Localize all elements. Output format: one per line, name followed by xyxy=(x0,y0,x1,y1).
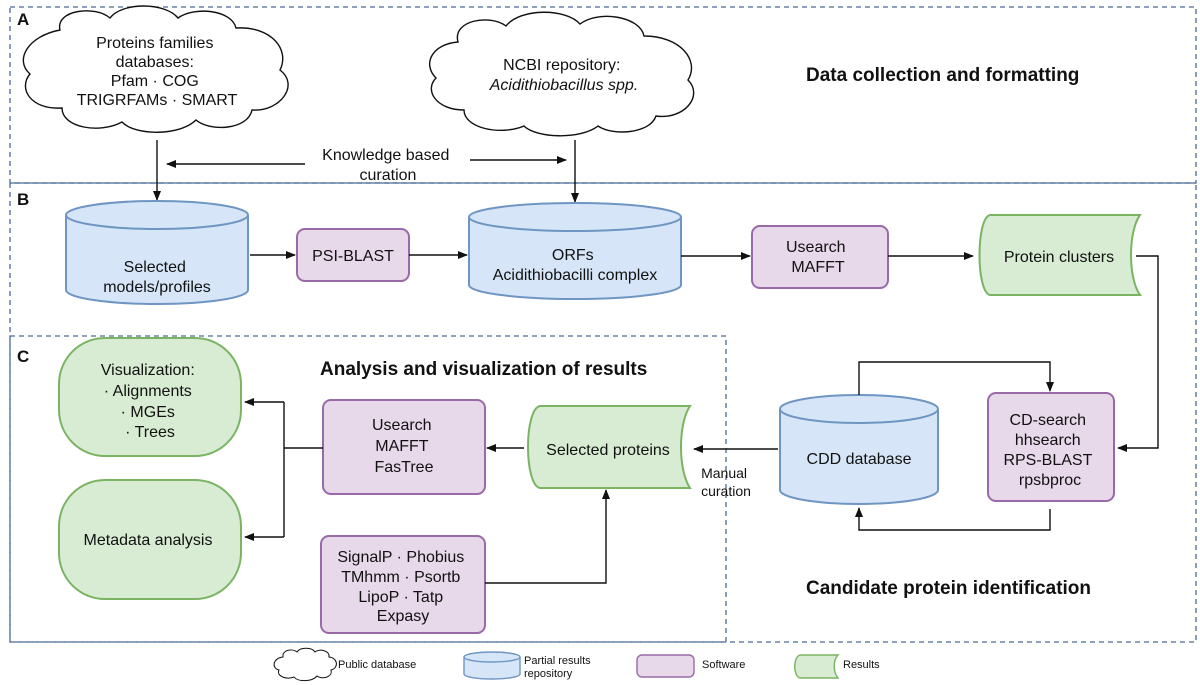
box-usearch-mafft-fastree: Usearch MAFFT FasTree xyxy=(322,399,486,495)
ncbi-text: NCBI repository: Acidithiobacillus spp. xyxy=(489,57,639,94)
usearch-mafft-fastree-text: Usearch MAFFT FasTree xyxy=(372,417,436,476)
title-data-collection: Data collection and formatting xyxy=(806,65,1079,86)
legend-partial-results: Partial results repository xyxy=(463,651,594,680)
cd-search-text: CD-search hhsearch RPS-BLAST rpsbproc xyxy=(1003,412,1096,489)
metadata-analysis-text: Metadata analysis xyxy=(84,532,213,549)
cylinder-orfs: ORFs Acidithiobacilli complex xyxy=(468,202,682,300)
legend: Public database Partial results reposito… xyxy=(273,647,880,682)
arrow-clusters-to-cdsearch xyxy=(1117,255,1159,452)
shape-selected-proteins: Selected proteins xyxy=(527,405,692,489)
visualization-text: Visualization: · Alignments · MGEs · Tre… xyxy=(101,362,199,441)
arrow-cdsearch-to-cdd xyxy=(855,507,1051,531)
legend-software-text: Software xyxy=(702,659,745,671)
legend-software: Software xyxy=(636,654,745,678)
selected-models-text: Selected models/profiles xyxy=(103,259,211,296)
legend-partial-results-text: Partial results repository xyxy=(524,655,594,680)
legend-results-text: Results xyxy=(843,659,880,671)
protein-families-text: Proteins families databases: Pfam · COG … xyxy=(77,35,238,109)
panel-b-border xyxy=(9,183,1197,643)
manual-curation-text: Manual curation xyxy=(701,465,751,499)
box-usearch-mafft: Usearch MAFFT xyxy=(751,225,889,289)
cloud-ncbi: NCBI repository: Acidithiobacillus spp. xyxy=(429,11,695,137)
protein-clusters-text: Protein clusters xyxy=(1004,249,1114,266)
section-c-label: C xyxy=(17,347,29,366)
cdd-database-text: CDD database xyxy=(807,451,912,468)
shape-metadata-analysis: Metadata analysis xyxy=(58,479,242,600)
signalp-text: SignalP · Phobius TMhmm · Psortb LipoP ·… xyxy=(337,549,468,625)
section-b-label: B xyxy=(17,190,29,209)
legend-public-database: Public database xyxy=(273,647,416,682)
box-cd-search: CD-search hhsearch RPS-BLAST rpsbproc xyxy=(987,392,1115,502)
panel-c-border xyxy=(9,335,727,643)
knowledge-curation-text: Knowledge based curation xyxy=(322,147,454,184)
psi-blast-text: PSI-BLAST xyxy=(312,248,394,265)
arrow-signalp-to-selected xyxy=(485,489,610,584)
usearch-mafft-text: Usearch MAFFT xyxy=(786,239,850,276)
box-signalp: SignalP · Phobius TMhmm · Psortb LipoP ·… xyxy=(320,535,486,634)
legend-public-database-text: Public database xyxy=(338,659,416,671)
cloud-protein-families: Proteins families databases: Pfam · COG … xyxy=(22,5,289,133)
title-candidate: Candidate protein identification xyxy=(806,578,1091,599)
orfs-text: ORFs Acidithiobacilli complex xyxy=(493,247,658,284)
legend-results: Results xyxy=(794,654,880,679)
cylinder-cdd-database: CDD database xyxy=(779,394,939,505)
title-analysis: Analysis and visualization of results xyxy=(320,359,647,380)
cylinder-selected-models: Selected models/profiles xyxy=(65,200,249,305)
arrow-cdd-to-cdsearch xyxy=(858,361,1054,395)
shape-protein-clusters: Protein clusters xyxy=(978,214,1142,296)
shape-visualization: Visualization: · Alignments · MGEs · Tre… xyxy=(58,337,242,457)
section-a-label: A xyxy=(17,10,29,29)
box-psi-blast: PSI-BLAST xyxy=(296,228,410,282)
selected-proteins-text: Selected proteins xyxy=(546,442,670,459)
